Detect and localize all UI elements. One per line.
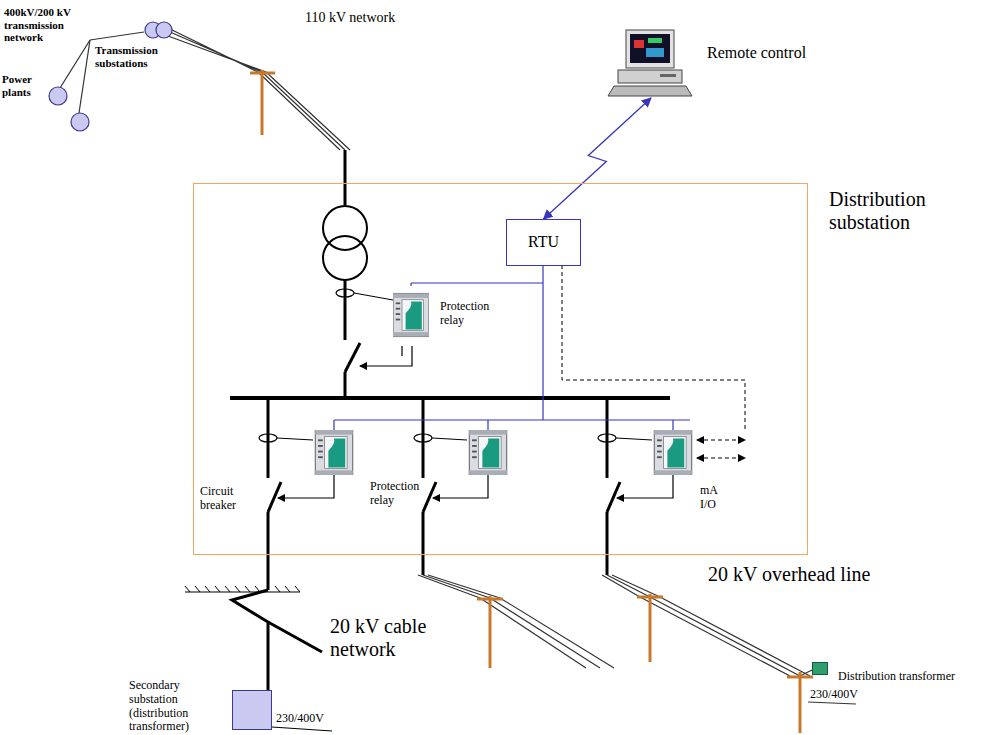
node-text: RTU: [507, 220, 580, 265]
plant-label: Power plants: [2, 73, 42, 98]
voltage-label: 230/400V: [276, 712, 324, 726]
pole: [250, 70, 275, 135]
node-text: Distribution substation: [829, 188, 964, 234]
protection-relay: [654, 430, 692, 475]
busbar: [230, 396, 670, 400]
relay-label: Protection relay: [440, 300, 500, 328]
substation-circles: [49, 22, 172, 131]
overhead-lines: [418, 575, 856, 704]
distribution-transformer: Distribution transformer: [812, 662, 828, 675]
io-label: mA I/O: [700, 484, 724, 512]
line-label: 20 kV overhead line: [708, 563, 870, 586]
node-text: Remote control: [707, 44, 806, 62]
outgoing-feeders: [259, 398, 673, 590]
analog-io: [562, 265, 745, 458]
network-label: 110 kV network: [305, 10, 395, 26]
breaker-label: Circuit breaker: [200, 485, 250, 513]
communication-link: [544, 98, 652, 219]
remote-control-terminal: Remote control: [610, 28, 692, 98]
incoming-feeder: [323, 150, 412, 398]
cable-label: 20 kV cable network: [330, 615, 448, 661]
voltage-label: 230/400V: [810, 688, 858, 702]
transmission-network: [60, 28, 350, 150]
cable-network: [185, 586, 332, 731]
protection-relay: [393, 293, 429, 336]
protection-relay: [469, 430, 507, 475]
network-label: 400kV/200 kV transmission network: [4, 6, 82, 44]
relay-label: Protection relay: [370, 480, 430, 508]
pole: [477, 594, 813, 733]
node-text: Distribution transformer: [838, 670, 955, 684]
computer-icon: [608, 30, 692, 96]
node-text: Secondary substation (distribution trans…: [129, 679, 205, 734]
communication-bus: [334, 265, 690, 430]
secondary-substation: Secondary substation (distribution trans…: [232, 690, 272, 730]
protection-relay: [315, 430, 353, 475]
rtu-box: RTU: [506, 219, 581, 266]
substation-label: Transmission substations: [95, 44, 179, 69]
